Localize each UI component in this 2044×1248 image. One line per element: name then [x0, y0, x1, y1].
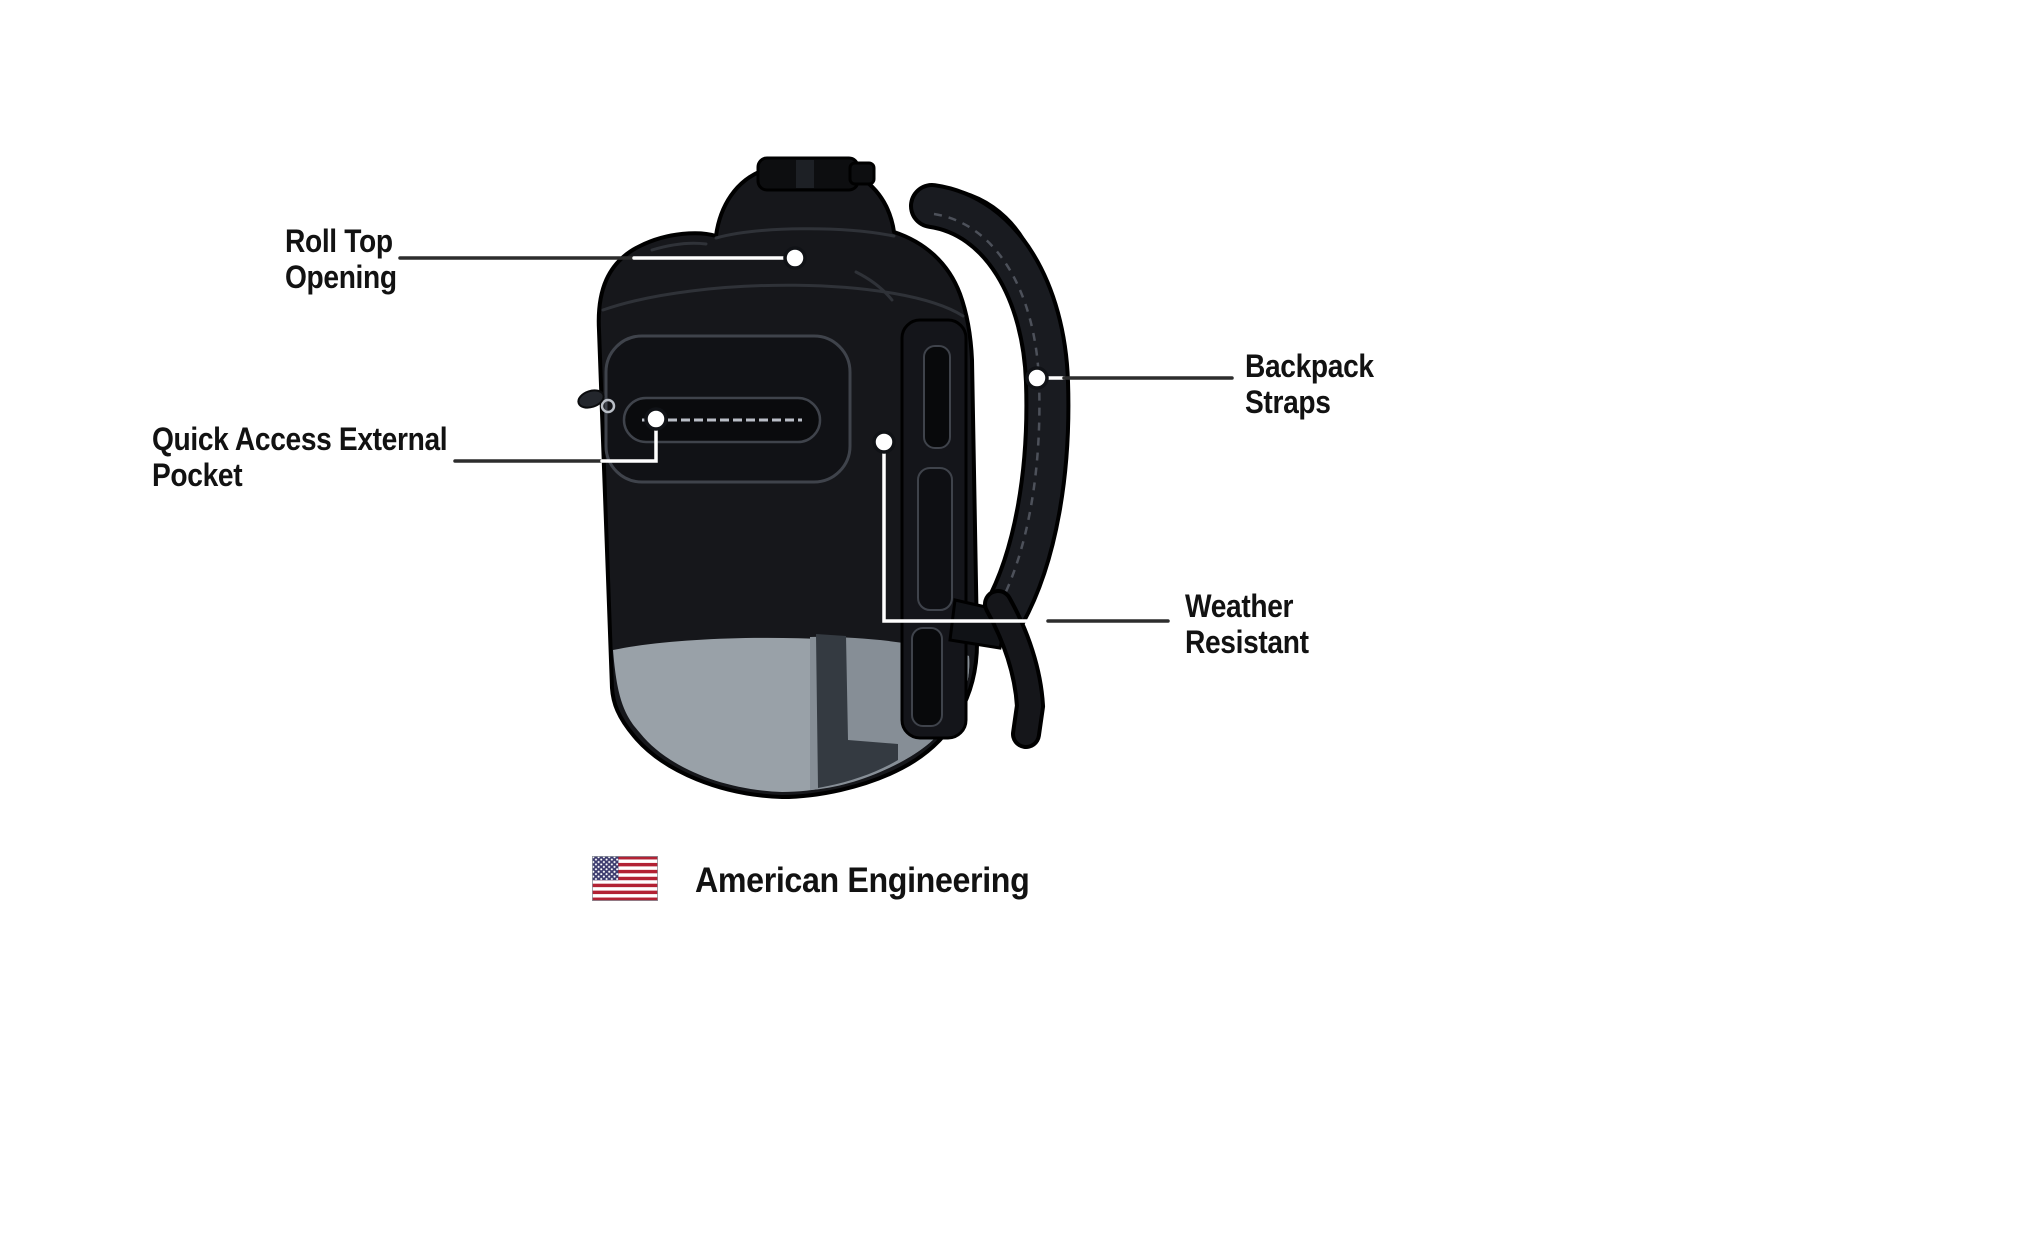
callout-label-backpack-straps: Backpack Straps [1245, 348, 1374, 421]
callout-label-line: Quick Access External [152, 421, 448, 457]
callout-marker-icon [783, 246, 807, 270]
footer-label: American Engineering [695, 861, 1030, 900]
front-pocket [577, 334, 852, 484]
callout-label-line: Resistant [1185, 623, 1309, 660]
callout-marker-icon [1025, 366, 1049, 390]
callout-label-weather-resistant: Weather Resistant [1185, 588, 1309, 661]
callout-marker-icon [872, 430, 896, 454]
callout-marker-icon [644, 407, 668, 431]
roll-top-buckle-icon [756, 156, 876, 192]
callout-line-weather-resistant [882, 451, 1050, 623]
bag-crease-lines [601, 227, 965, 318]
zipper-pull-icon [577, 389, 616, 414]
strap-lower-tail [948, 589, 1046, 749]
callout-label-line: Straps [1245, 383, 1331, 420]
side-molle-panel [900, 318, 968, 740]
callout-markers [644, 246, 1049, 454]
us-flag-icon [592, 856, 658, 901]
callout-label-line: Pocket [152, 456, 243, 493]
callout-label-roll-top-opening: Roll Top Opening [285, 223, 397, 296]
callout-label-quick-access-external-pocket: Quick Access External Pocket [152, 421, 448, 494]
callout-label-line: Backpack [1245, 348, 1374, 384]
callout-label-line: Roll Top [285, 223, 393, 259]
callout-label-line: Weather [1185, 588, 1294, 624]
callout-label-line: Opening [285, 258, 397, 295]
callout-lines [398, 256, 1234, 623]
